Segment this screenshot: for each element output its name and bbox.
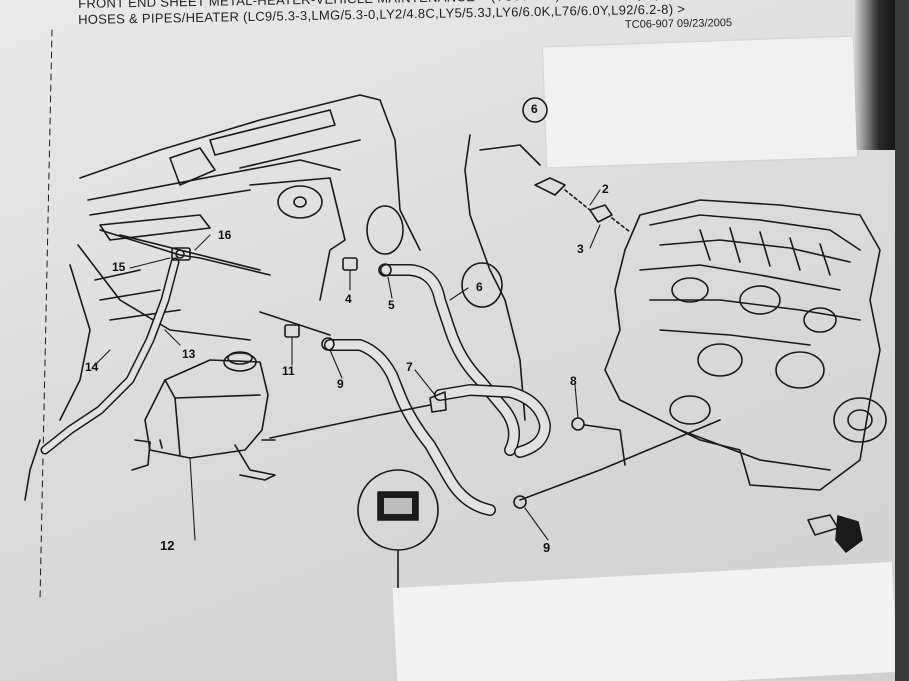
- coolant-surge-tank: [131, 351, 276, 481]
- callout-13: 13: [182, 347, 196, 361]
- callout-16: 16: [218, 228, 232, 242]
- tank-outlet-line: [269, 404, 431, 439]
- connector-icon: [807, 514, 863, 553]
- callout-4: 4: [345, 292, 352, 306]
- callout-14: 14: [85, 360, 99, 374]
- callout-8: 8: [570, 374, 577, 388]
- callout-11: 11: [282, 364, 295, 378]
- background-edge: [855, 0, 895, 150]
- callout-6: 6: [476, 280, 483, 294]
- callout-12: 12: [160, 538, 175, 553]
- engine-block: [604, 199, 887, 491]
- callout-15: 15: [112, 260, 126, 274]
- pipe-14: [24, 439, 41, 501]
- callout-9-lower: 9: [543, 540, 551, 555]
- callout-5: 5: [388, 298, 395, 312]
- clip-2-3: [534, 177, 631, 233]
- callout-6-view: 6: [531, 102, 538, 116]
- firewall-cowl: [59, 94, 421, 421]
- callout-7: 7: [406, 360, 413, 374]
- callout-9-upper: 9: [337, 377, 344, 391]
- callout-2: 2: [602, 182, 609, 196]
- heater-pipe-line: [519, 419, 721, 501]
- margin-line: [39, 29, 53, 601]
- detail-circle-6: [461, 262, 503, 308]
- view-circle-6: [522, 97, 548, 123]
- callout-3: 3: [577, 242, 584, 256]
- fender-line: [464, 134, 526, 421]
- fittings: [284, 257, 585, 509]
